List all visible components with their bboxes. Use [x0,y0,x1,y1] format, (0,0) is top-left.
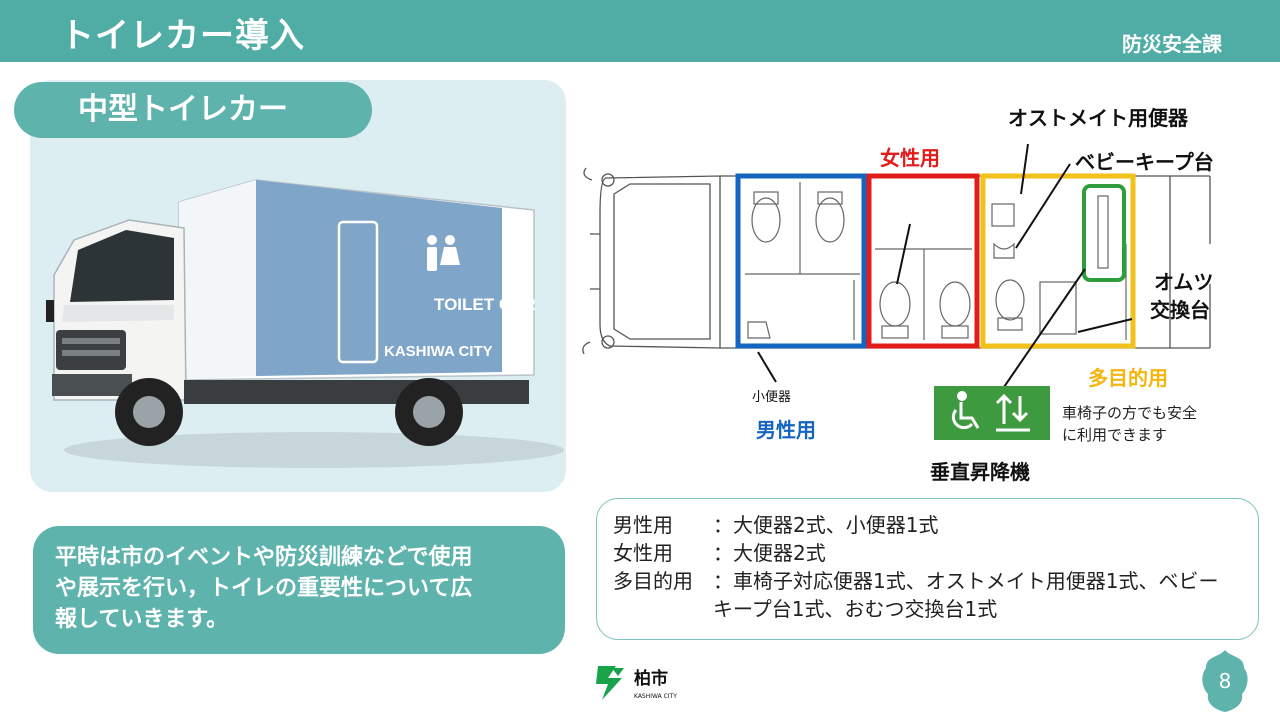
info-row-men: 男性用 ：大便器2式、小便器1式 [613,511,1258,539]
wheelchair-note-line2: に利用できます [1062,426,1168,444]
wheelchair-icon [951,391,980,430]
equipment-info-box: 男性用 ：大便器2式、小便器1式 女性用 ：大便器2式 多目的用 ：車椅子対応便… [596,498,1259,640]
info-value: ：大便器2式、小便器1式 [713,513,939,537]
truck-city-text: KASHIWA CITY [384,343,493,360]
info-key: 男性用 [613,513,673,537]
wheelchair-note-line1: 車椅子の方でも安全 [1062,404,1198,422]
floor-plan-drawing [582,143,1211,440]
truck-badge-text: 柏市 [504,249,526,263]
multipurpose-label: 多目的用 [1088,366,1168,390]
info-row-multipurpose: 多目的用 ：車椅子対応便器1式、オストメイト用便器1式、ベビーキープ台1式、おむ… [613,567,1258,623]
description-line: 報していきます。 [55,607,229,632]
page-title: トイレカー導入 [60,16,305,56]
toilet-truck-illustration: TOILET CAR KASHIWA CITY 柏市 [46,179,564,468]
city-emblem-icon [596,666,624,700]
floor-plan-diagram: 女性用 オストメイト用便器 ベビーキープ台 オムツ 交換台 多目的用 小便器 男… [570,84,1270,494]
info-value: ：大便器2式 [713,541,826,565]
description-box: 平時は市のイベントや防災訓練などで使用 や展示を行い，トイレの重要性について広 … [33,526,565,654]
kashiwa-city-logo: 柏市 KASHIWA CITY [596,666,677,700]
department-label: 防災安全課 [1122,32,1222,56]
header-bar: トイレカー導入 防災安全課 [0,0,1280,62]
description-line: や展示を行い，トイレの重要性について広 [55,576,473,601]
ostomate-label: オストメイト用便器 [1008,106,1188,130]
men-label: 男性用 [756,418,816,442]
lift-label: 垂直昇降機 [930,460,1030,484]
page-number-badge: 8 [1202,650,1248,712]
lift-sign [934,386,1050,440]
description-line: 平時は市のイベントや防災訓練などで使用 [55,545,473,570]
truck-side-text: TOILET CAR [434,295,536,314]
info-key: 多目的用 [613,569,693,593]
info-row-women: 女性用 ：大便器2式 [613,539,1258,567]
diaper-label-line1: オムツ [1154,270,1214,294]
diaper-label-line2: 交換台 [1150,298,1210,322]
baby-keep-label: ベビーキープ台 [1075,150,1214,174]
logo-name: 柏市 [634,668,668,689]
logo-sub: KASHIWA CITY [634,693,677,700]
page-number: 8 [1219,669,1232,693]
women-label: 女性用 [880,146,940,170]
info-key: 女性用 [613,541,673,565]
up-down-arrow-icon [995,393,1030,432]
urinal-label: 小便器 [752,390,792,405]
info-value: ：車椅子対応便器1式、オストメイト用便器1式、ベビーキープ台1式、おむつ交換台1… [713,569,1219,621]
section-title: 中型トイレカー [14,82,372,138]
